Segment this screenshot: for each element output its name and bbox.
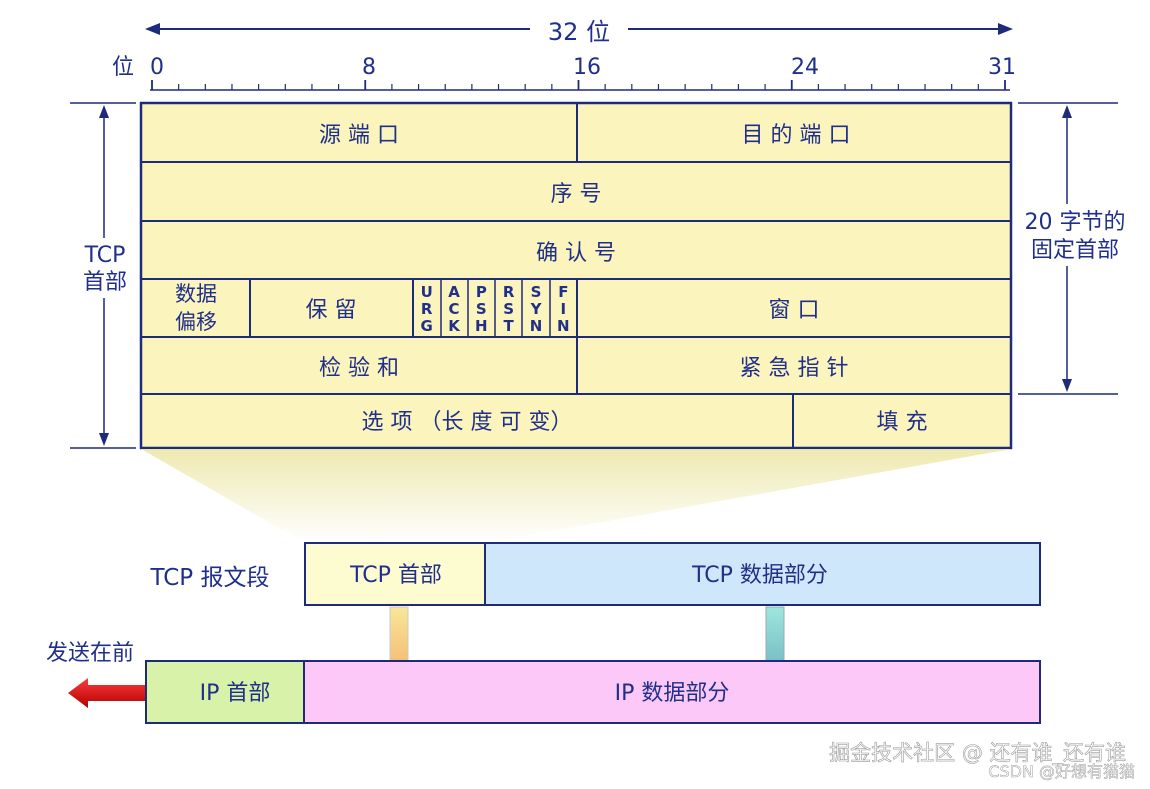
fixed-header-bracket-right [1016,102,1136,395]
fixed-header-label-line1: 20 字节的 [1025,210,1126,235]
field-source-port: 源 端 口 [319,123,399,148]
field-ack-number: 确 认 号 [536,241,616,266]
tcp-header-label-line1: TCP [84,243,126,268]
ip-data-box [303,660,1041,724]
flag-rst-letter: T [504,317,515,335]
tcp-segment-header-text: TCP 首部 [349,563,442,588]
ip-data-text: IP 数据部分 [615,681,730,706]
flag-fin-letter: F [558,283,568,301]
bit-width-label: 32 位 [548,18,610,46]
flag-syn-letter: N [530,317,543,335]
flag-ack-letter: K [448,317,461,335]
flag-rst-letter: R [503,283,515,301]
tcp-header-bracket-left [70,102,136,449]
flag-ack-letter: A [448,283,460,301]
field-checksum: 检 验 和 [319,356,399,381]
watermark-juejin: 掘金技术社区 @ 还有谁_还有谁 [829,741,1126,766]
field-urgent-pointer: 紧 急 指 针 [740,356,849,381]
flag-psh-letter: H [475,317,488,335]
fixed-header-label-line2: 固定首部 [1031,238,1119,263]
ip-header-text: IP 首部 [200,681,271,706]
bit-width-arrow [145,23,1013,35]
field-data-offset-line1: 数据 [175,282,217,306]
flag-urg-letter: U [421,283,433,301]
tick-label-0: 0 [150,55,164,80]
ip-header-box [145,660,305,724]
flag-syn-letter: Y [530,300,543,318]
send-direction-arrow [68,678,146,708]
tcp-header-label-line2: 首部 [83,270,127,295]
send-first-label: 发送在前 [46,641,134,666]
flag-fin-letter: N [557,317,570,335]
flag-fin-letter: I [561,300,567,318]
flag-urg-letter: R [421,300,433,318]
tick-label-16: 16 [573,55,601,80]
field-options: 选 项 （长 度 可 变） [362,410,573,435]
flag-urg-letter: G [421,317,433,335]
flag-syn-letter: S [531,283,542,301]
bit-ruler [150,80,1010,91]
field-window: 窗 口 [769,298,820,323]
tick-label-31: 31 [988,55,1016,80]
field-reserved: 保 留 [306,298,357,323]
flag-rst-letter: S [503,300,514,318]
tcp-header-table [139,101,1013,450]
tcp-segment-label: TCP 报文段 [150,565,270,591]
flag-psh-letter: P [476,283,487,301]
tcp-segment-data-box [484,542,1041,606]
field-destination-port: 目 的 端 口 [742,123,851,148]
tick-label-24: 24 [791,55,819,80]
bit-unit-label: 位 [112,55,134,80]
tcp-segment-header-box [304,542,486,606]
field-padding: 填 充 [877,410,928,435]
tcp-segment-data-text: TCP 数据部分 [691,563,828,588]
field-data-offset-line2: 偏移 [175,310,217,334]
tick-label-8: 8 [362,55,376,80]
flag-psh-letter: S [476,300,487,318]
watermark-csdn: CSDN @好想有猫猫 [988,762,1135,781]
flag-ack-letter: C [448,300,459,318]
zoom-trapezoid [141,449,1011,543]
field-sequence-number: 序 号 [551,182,602,207]
